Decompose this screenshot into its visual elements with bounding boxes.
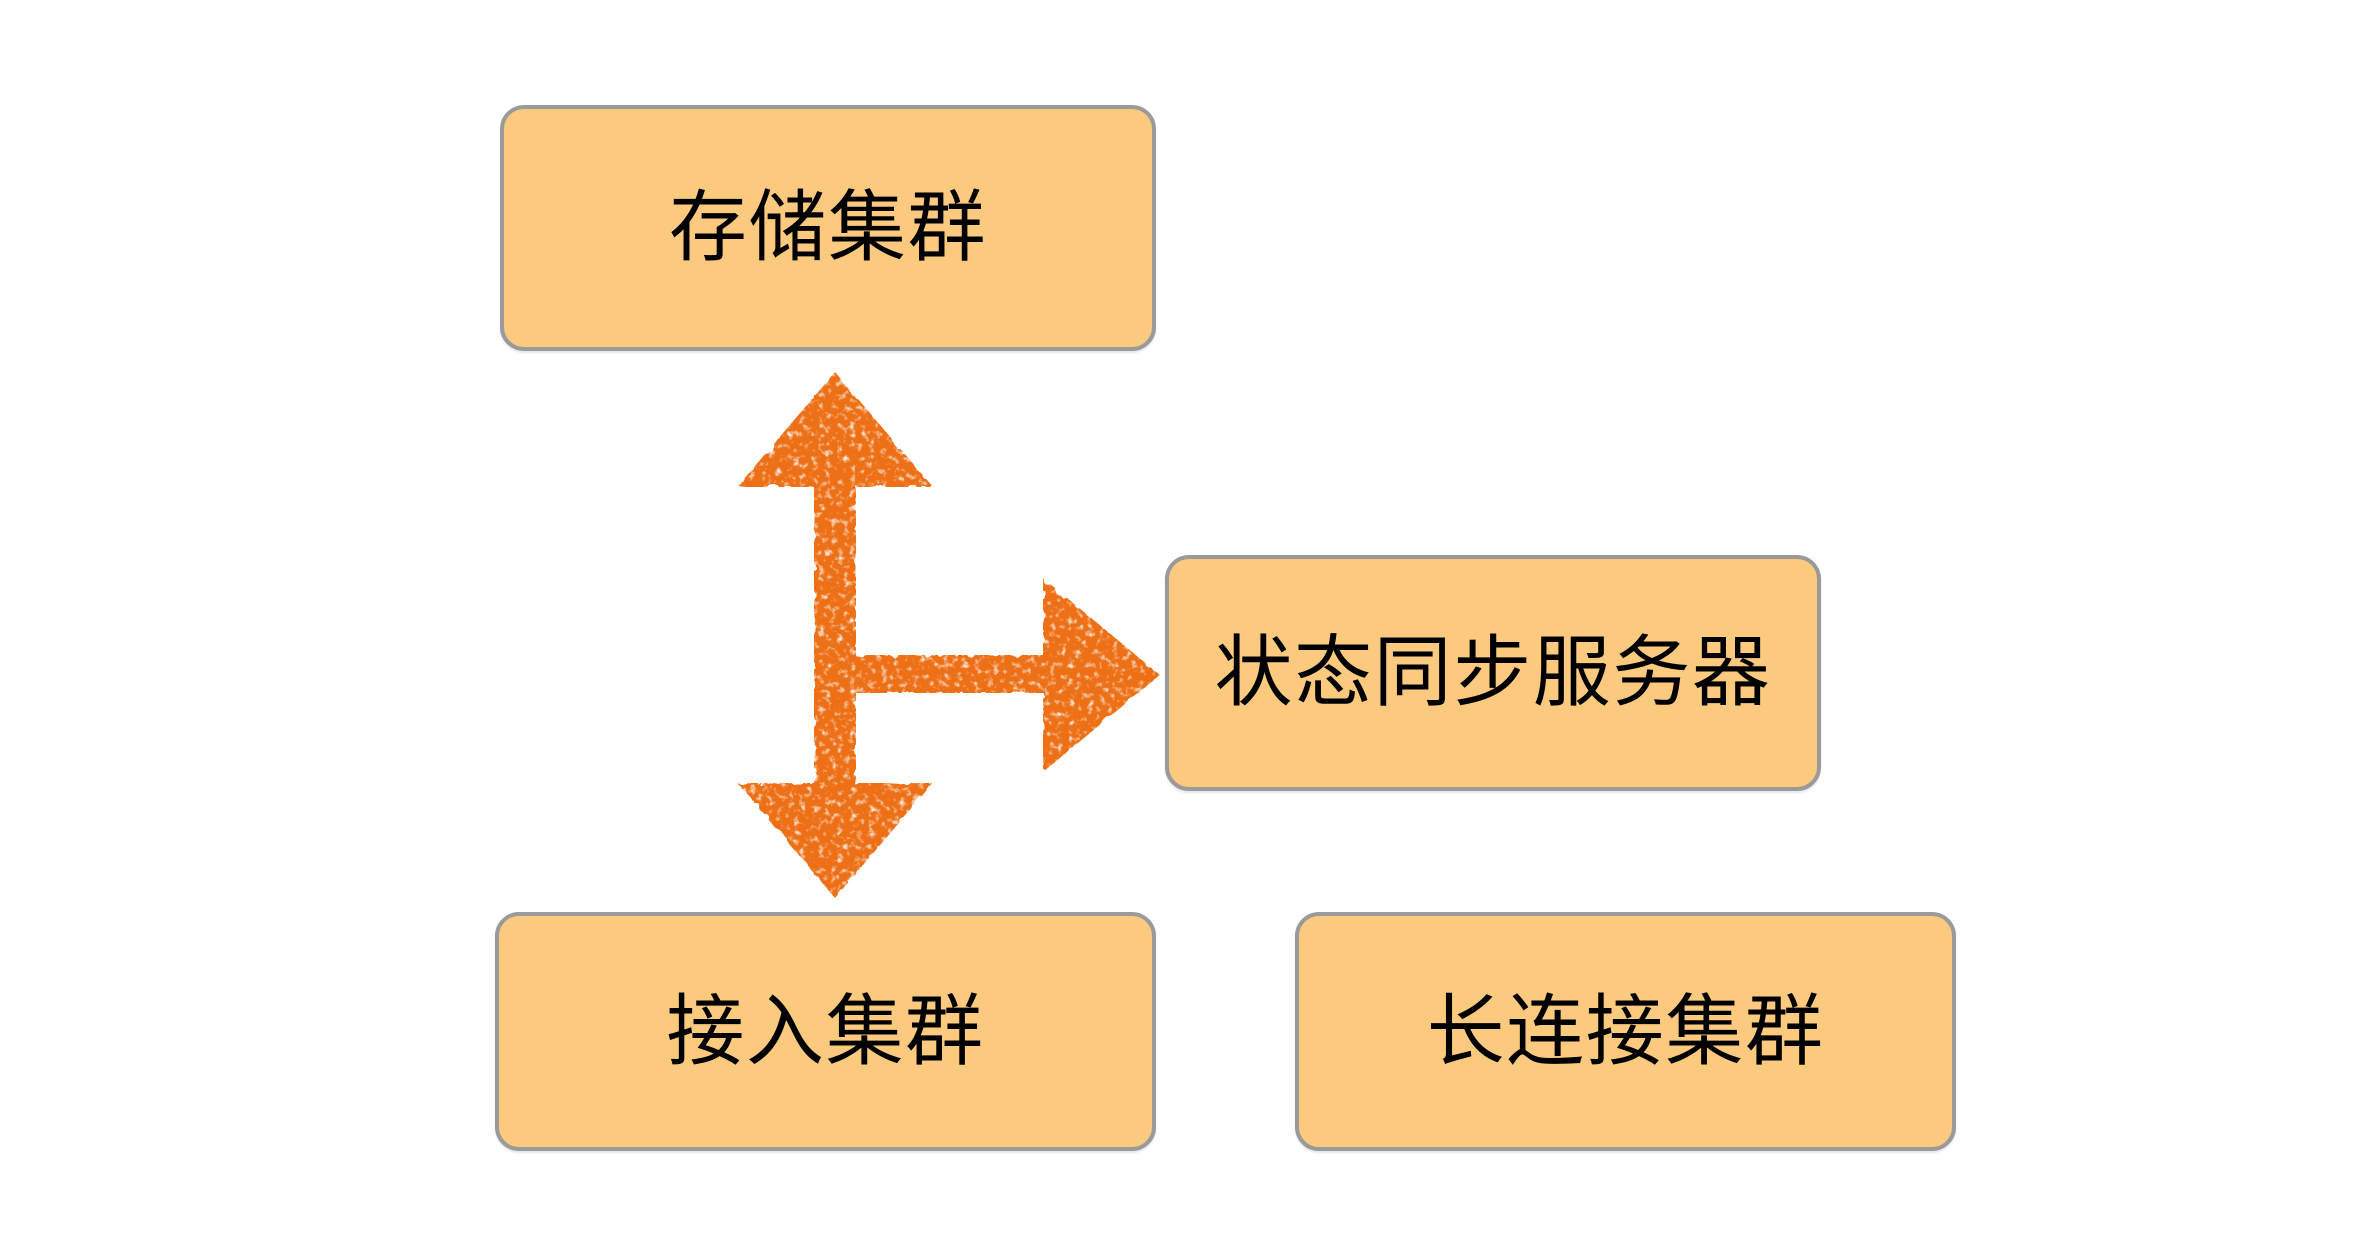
arrow-vertical-shaft: [814, 395, 856, 875]
arrowhead-up-icon: [737, 372, 933, 487]
arrow-storage-access: [737, 372, 933, 898]
node-state-sync-server[interactable]: 状态同步服务器: [1165, 555, 1821, 791]
node-access-cluster-label: 接入集群: [666, 986, 985, 1077]
arrowhead-down-icon: [737, 783, 933, 898]
node-state-sync-server-label: 状态同步服务器: [1214, 628, 1772, 718]
arrowhead-right-icon: [1043, 578, 1160, 772]
node-long-connection-cluster-label: 长连接集群: [1426, 986, 1825, 1077]
arrow-group: [737, 372, 1160, 898]
arrow-trunk-state-sync: [835, 578, 1160, 772]
node-storage-cluster[interactable]: 存储集群: [500, 105, 1156, 351]
node-access-cluster[interactable]: 接入集群: [495, 912, 1156, 1151]
arrow-horizontal-shaft: [835, 655, 1060, 693]
node-long-connection-cluster[interactable]: 长连接集群: [1295, 912, 1956, 1151]
node-storage-cluster-label: 存储集群: [668, 183, 988, 273]
